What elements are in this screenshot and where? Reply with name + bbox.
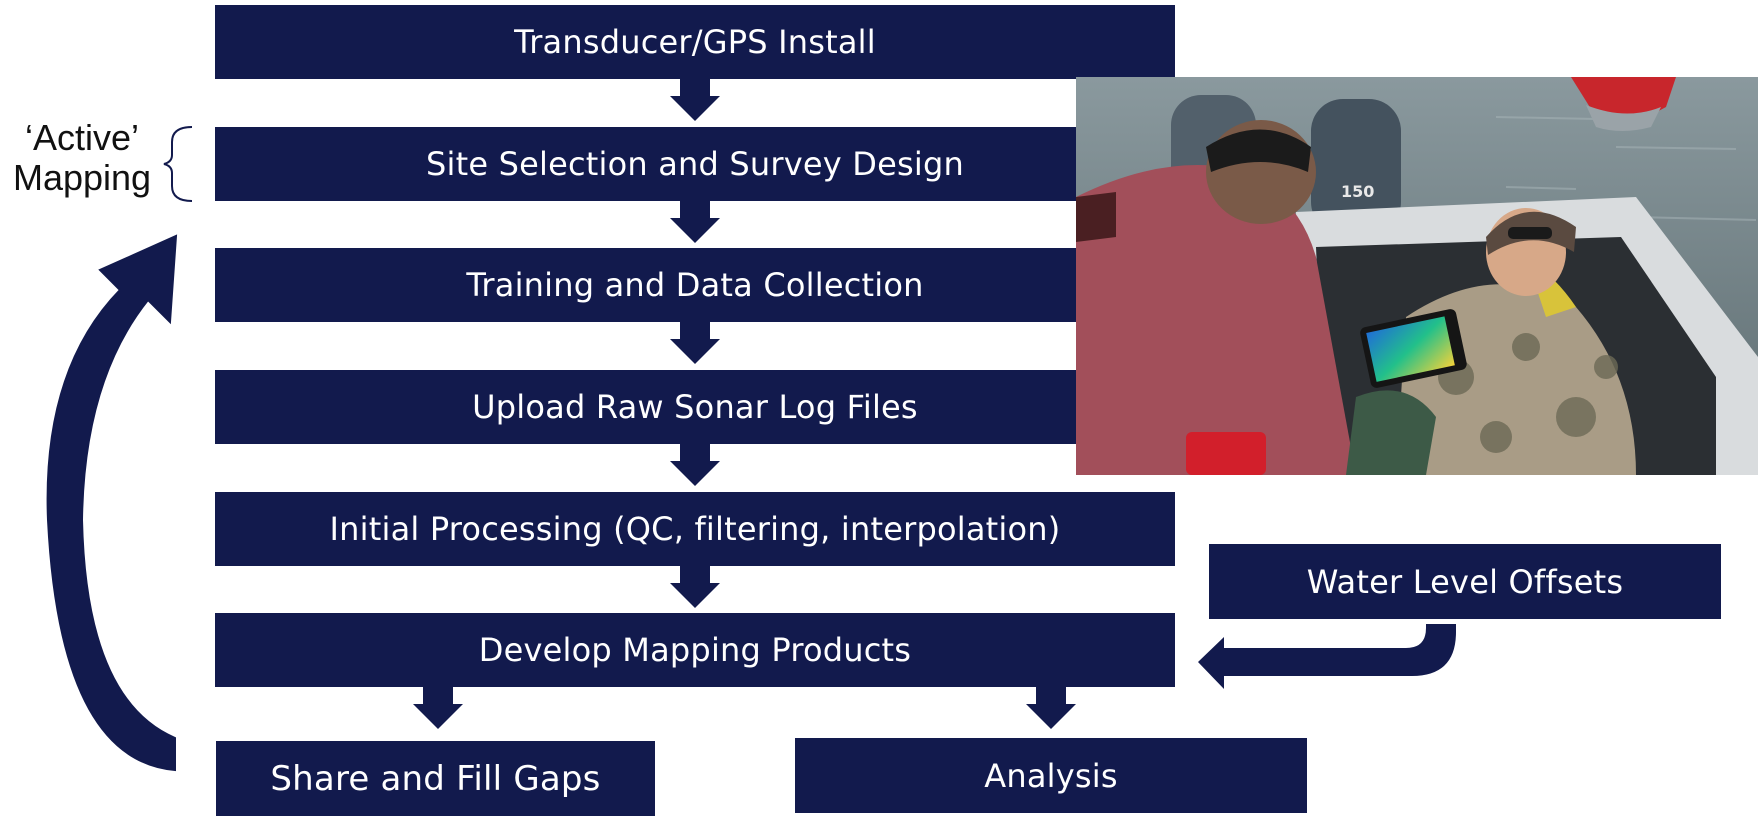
boat-survey-illustration: 150 <box>1076 77 1758 475</box>
down-arrow-share <box>413 686 463 729</box>
down-arrow-5 <box>670 565 720 608</box>
step-label: Site Selection and Survey Design <box>426 145 964 183</box>
step-develop-mapping-products: Develop Mapping Products <box>215 613 1175 687</box>
output-label: Share and Fill Gaps <box>270 758 601 799</box>
output-label: Analysis <box>984 756 1118 795</box>
step-upload-sonar-logs: Upload Raw Sonar Log Files <box>215 370 1175 444</box>
step-training-data-collection: Training and Data Collection <box>215 248 1175 322</box>
active-mapping-line1: ‘Active’ <box>24 117 140 158</box>
step-label: Develop Mapping Products <box>478 631 912 669</box>
active-mapping-line2: Mapping <box>12 157 152 198</box>
step-initial-processing: Initial Processing (QC, filtering, inter… <box>215 492 1175 566</box>
motor-label: 150 <box>1341 182 1374 201</box>
step-label: Training and Data Collection <box>466 266 924 304</box>
step-label: Transducer/GPS Install <box>514 23 876 61</box>
input-label: Water Level Offsets <box>1306 562 1624 601</box>
output-share-fill-gaps: Share and Fill Gaps <box>216 741 655 816</box>
active-mapping-label: ‘Active’ Mapping <box>2 118 162 198</box>
step-label: Upload Raw Sonar Log Files <box>472 388 918 426</box>
step-transducer-gps-install: Transducer/GPS Install <box>215 5 1175 79</box>
down-arrow-2 <box>670 200 720 243</box>
down-arrow-1 <box>670 78 720 121</box>
feedback-loop-arrow <box>46 234 178 772</box>
down-arrow-4 <box>670 443 720 486</box>
output-analysis: Analysis <box>795 738 1307 813</box>
water-level-arrow <box>1198 624 1456 689</box>
step-site-selection: Site Selection and Survey Design <box>215 127 1175 201</box>
input-water-level-offsets: Water Level Offsets <box>1209 544 1721 619</box>
field-photo: 150 <box>1076 77 1758 475</box>
active-mapping-bracket <box>163 126 193 202</box>
step-label: Initial Processing (QC, filtering, inter… <box>329 510 1061 548</box>
down-arrow-analysis <box>1026 686 1076 729</box>
down-arrow-3 <box>670 321 720 364</box>
